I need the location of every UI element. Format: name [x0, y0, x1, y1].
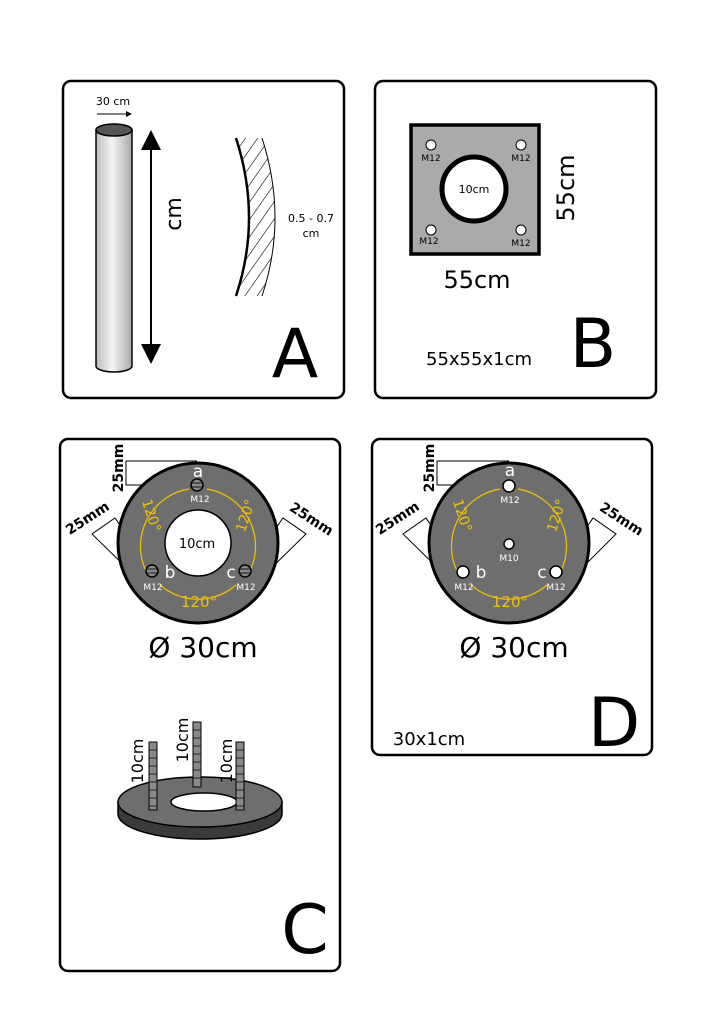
disc-c-letter-a: a	[193, 462, 203, 482]
plate-hole-label-br: M12	[511, 239, 530, 249]
panel-c-letter: C	[281, 891, 328, 970]
disc-c-label-c: M12	[236, 583, 255, 593]
disc-c-diameter-label: Ø 30cm	[148, 631, 257, 664]
disc-d-diameter-label: Ø 30cm	[459, 631, 568, 664]
rod-length-label-2: 10cm	[173, 718, 192, 763]
plate-hole-label-tr: M12	[511, 154, 530, 164]
disc-c-angle-arcs	[139, 488, 257, 600]
disc-d-hole-b	[456, 565, 470, 579]
threaded-rod-3	[235, 741, 245, 811]
plate-height-label: 55cm	[552, 154, 580, 221]
rod-length-label-3: 10cm	[217, 739, 236, 784]
disc-c-angle-bottom: 120°	[181, 593, 217, 611]
disc-c-hole-b	[145, 564, 159, 578]
panel-b: 10cm M12 M12 M12 M12 55cm 55cm 55x55x1cm…	[373, 79, 658, 400]
rod-length-label-1: 10cm	[128, 739, 147, 784]
wall-section	[234, 137, 276, 297]
tube-width-label: 30 cm	[96, 95, 130, 108]
plate-center-hole-label: 10cm	[459, 183, 490, 196]
disc-d-edge-top-label: 25mm	[422, 444, 438, 493]
disc-c-letter-b: b	[165, 563, 176, 583]
plate-hole-bl	[425, 224, 437, 236]
disc-c-label-a: M12	[190, 495, 209, 505]
disc-d-label-a: M12	[500, 496, 519, 506]
panel-b-letter: B	[570, 305, 617, 384]
disc-d-letter-c: c	[537, 563, 546, 583]
wall-thickness-label-1: 0.5 - 0.7	[288, 212, 334, 225]
disc-c-center-hole	[164, 509, 232, 577]
plate-width-label: 55cm	[443, 266, 510, 294]
plate-hole-tr	[515, 139, 527, 151]
panel-a-letter: A	[272, 315, 319, 394]
disc-c-hole-a	[190, 478, 204, 492]
tube-height-label: cm	[162, 197, 187, 231]
disc-c-edge-top-label: 25mm	[111, 444, 127, 493]
plate-hole-label-tl: M12	[421, 154, 440, 164]
plate-hole-label-bl: M12	[419, 237, 438, 247]
disc-c-hole-c	[238, 564, 252, 578]
plate-center-hole	[439, 154, 509, 224]
disc-d-center-hole	[503, 538, 515, 550]
disc-d-angle-arcs	[450, 488, 568, 600]
disc-c-letter-c: c	[226, 563, 235, 583]
disc-d-angle-bottom: 120°	[492, 593, 528, 611]
threaded-rod-2	[192, 721, 202, 788]
panel-a-frame	[61, 79, 346, 400]
panel-c: 10cm a b c M12 M12 M12 120° 120° 120° 25…	[58, 437, 342, 973]
disc-d-label-b: M12	[454, 583, 473, 593]
disc-c-center-label: 10cm	[179, 537, 215, 552]
wall-thickness-label-2: cm	[303, 227, 320, 240]
steel-tube	[95, 123, 133, 373]
disc-c-label-b: M12	[143, 583, 162, 593]
plate-size-label: 55x55x1cm	[426, 349, 532, 370]
plate-hole-tl	[425, 139, 437, 151]
panel-d: a b c M12 M12 M12 M10 120° 120° 120° 25m…	[370, 437, 654, 763]
disc-d-size-label: 30x1cm	[393, 729, 465, 750]
disc-d-hole-c	[549, 565, 563, 579]
disc-d-label-c: M12	[546, 583, 565, 593]
panel-d-letter: D	[588, 684, 640, 763]
plate-hole-br	[515, 224, 527, 236]
disc-d-letter-a: a	[505, 461, 515, 481]
threaded-rod-1	[148, 741, 158, 811]
disc-d-center-label: M10	[499, 554, 518, 564]
disc-d-letter-b: b	[476, 563, 487, 583]
disc-d-hole-a	[502, 479, 516, 493]
panel-a: 30 cm cm 0.5 - 0.7 cm A	[61, 79, 346, 400]
